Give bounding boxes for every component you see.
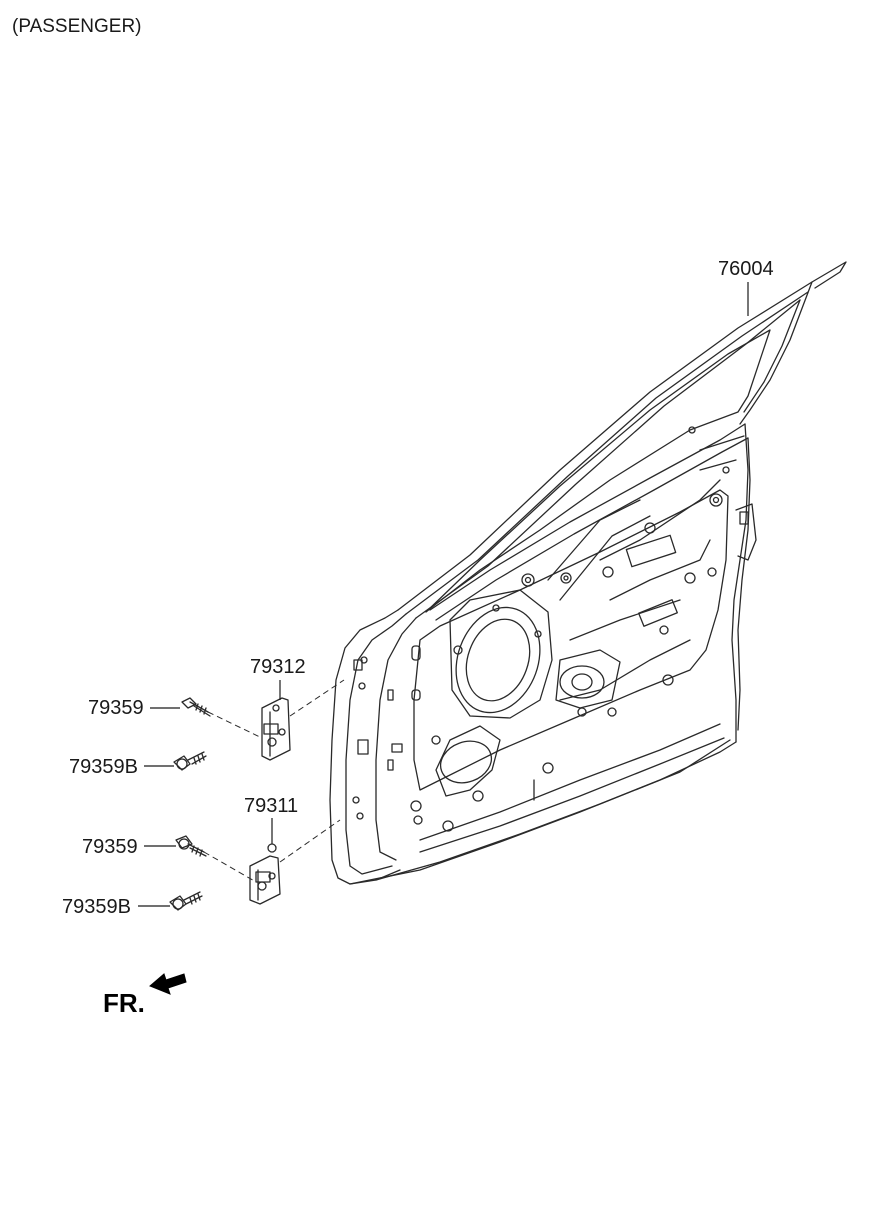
part-number-upper-hinge: 79312 <box>250 656 306 678</box>
front-direction-label: FR. <box>103 988 145 1018</box>
part-number-lower-bolt-b: 79359B <box>62 896 131 918</box>
lower-hinge <box>169 835 281 911</box>
upper-hinge <box>173 697 291 771</box>
part-number-upper-bolt: 79359 <box>88 697 144 719</box>
inner-panel-details <box>352 426 745 853</box>
door-shell <box>329 261 847 885</box>
part-number-lower-bolt: 79359 <box>82 836 138 858</box>
part-number-upper-bolt-b: 79359B <box>69 756 138 778</box>
front-arrow-icon <box>149 973 187 995</box>
leader-lines <box>138 282 749 907</box>
part-number-lower-hinge: 79311 <box>244 795 299 817</box>
diagram-title: (PASSENGER) <box>12 16 142 37</box>
part-number-door-panel: 76004 <box>718 258 774 280</box>
